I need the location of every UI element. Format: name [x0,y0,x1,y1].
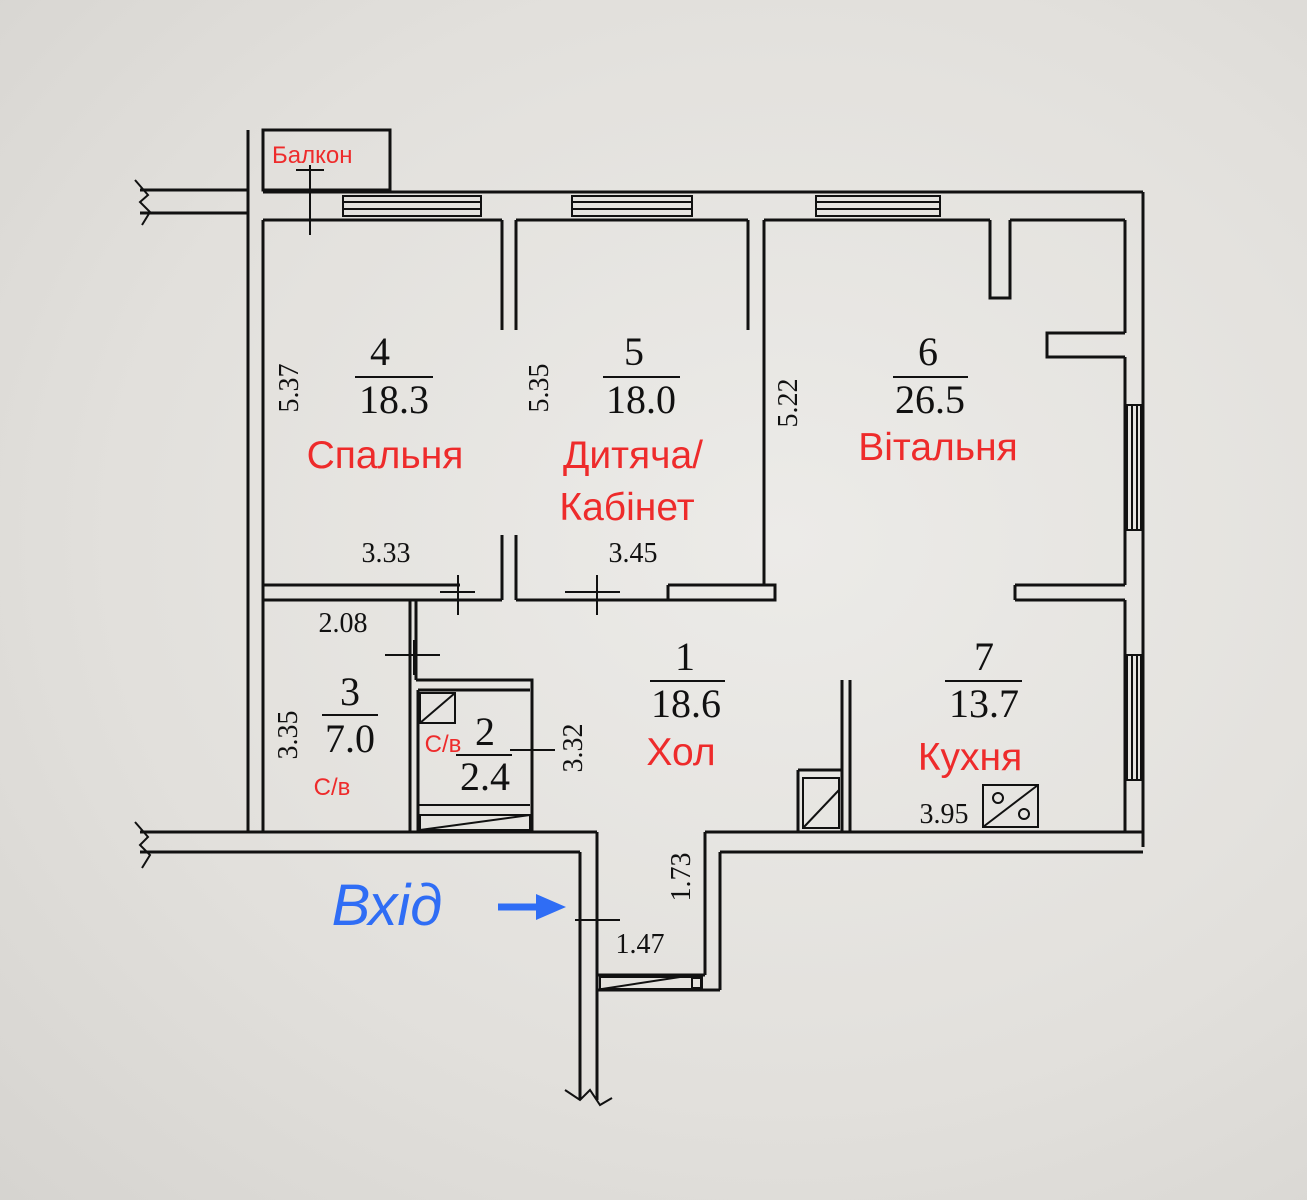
wc-label: С/в [425,731,462,758]
living-length: 5.22 [773,379,804,428]
kids-number: 5 [624,329,644,374]
kids-width: 3.45 [609,538,658,569]
bath-number: 3 [340,669,360,714]
kitchen-width: 3.95 [920,799,969,830]
kitchen-name: Кухня [918,736,1022,779]
wc-number: 2 [475,709,495,754]
living-area: 26.5 [895,377,965,422]
corridor-width: 1.47 [616,929,665,960]
wc-area: 2.4 [460,754,510,799]
bedroom-width: 3.33 [362,538,411,569]
hall-length: 3.32 [558,724,589,773]
entrance-label: Вхід [332,873,443,938]
kitchen-area: 13.7 [949,681,1019,726]
bedroom-number: 4 [370,329,390,374]
bath-width: 2.08 [319,608,368,639]
kitchen-number: 7 [974,634,994,679]
corridor-length: 1.73 [666,853,697,902]
bath-area: 7.0 [325,716,375,761]
walls [134,128,1145,1107]
hall-name: Хол [646,731,715,774]
bath-length: 3.35 [273,711,304,760]
bedroom-area: 18.3 [359,377,429,422]
living-name: Вітальня [858,426,1018,469]
entrance-arrow-icon [498,894,566,920]
hall-number: 1 [675,634,695,679]
kids-name-line1: Дитяча/ [563,434,703,477]
kids-area: 18.0 [606,377,676,422]
bath-label: С/в [314,774,351,801]
hall-area: 18.6 [651,681,721,726]
kids-name-line2: Кабінет [559,486,694,529]
bedroom-length: 5.37 [274,364,305,413]
living-number: 6 [918,329,938,374]
bedroom-name: Спальня [307,434,464,477]
kids-length: 5.35 [524,364,555,413]
dimension-ticks [296,165,620,935]
balcony-label: Балкон [272,142,352,169]
